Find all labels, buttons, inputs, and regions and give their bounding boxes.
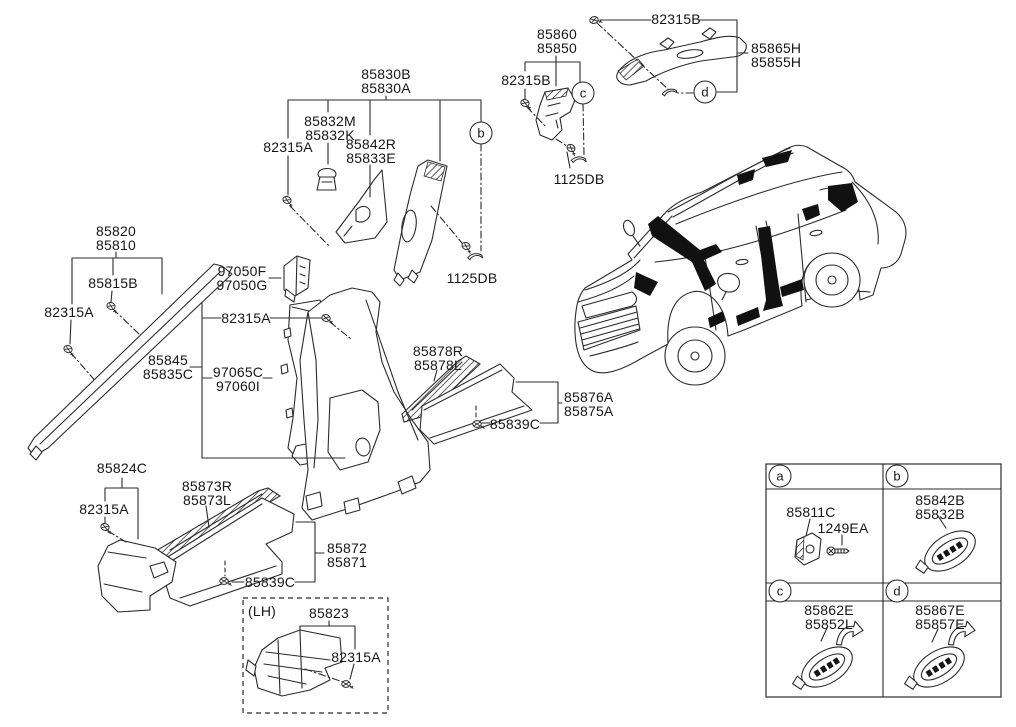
callout-82315A-mid: 82315A [221,310,271,326]
callout-85824C: 85824C [96,460,148,476]
circle-ref-c: c [571,81,595,105]
callout-85833E: 85833E [346,150,396,166]
callout-85873L: 85873L [183,492,231,508]
b-pillar-lower-trim-drawing-85845 [299,287,431,521]
callout-85815B: 85815B [88,275,138,291]
a-pillar-trim-drawing-85810 [27,263,233,461]
callout-85865H: 85865H [751,40,802,56]
legend-label-1249EA: 1249EA [817,520,869,536]
callout-97065C: 97065C [212,364,264,380]
legend-label-85842B: 85842B [915,492,965,508]
cowl-trim-drawing-85823-lh [245,629,343,697]
callout-85876A-85875A: 85876A 85875A [564,390,613,418]
cowl-side-trim-drawing-85824 [97,539,177,613]
pillar-bracket-drawing-85860 [535,87,576,141]
callout-85860: 85860 [537,26,577,42]
callout-85878L: 85878L [414,357,462,373]
legend-letter-d: d [885,579,909,603]
callout-85875A: 85875A [564,403,614,419]
callout-85835C: 85835C [142,366,194,382]
callout-85876A: 85876A [564,389,614,405]
callout-85872-85871: 85872 85871 [327,541,367,569]
callout-85839C-bottom: 85839C [244,574,296,590]
lh-variant-box [242,597,389,714]
fastener-leader-lines [70,22,694,683]
callout-85878R: 85878R [412,343,464,359]
legend-letter-c: c [768,579,792,603]
callout-97050F: 97050F [217,263,267,279]
b-pillar-upper-trim-drawing-85830 [393,159,448,287]
callout-85810: 85810 [96,237,136,253]
highlighted-trim-areas [634,150,858,328]
callout-82315B-left: 82315B [501,72,551,88]
callout-85872: 85872 [327,540,367,556]
callout-85850: 85850 [537,40,577,56]
legend-screw-1249EA [826,546,850,556]
callout-85832M-85832K: 85832M 85832K [304,114,356,142]
callout-85873R-85873L: 85873R 85873L [182,479,232,507]
callout-82315A-low: 82315A [79,501,129,517]
callout-85878R-85878L: 85878R 85878L [413,344,463,372]
vehicle-illustration [574,144,907,386]
legend-label-85857E: 85857E [915,616,965,632]
legend-letter-b: b [885,464,909,488]
legend-label-85862E: 85862E [804,602,854,618]
grommet-drawing-85832 [316,167,337,191]
legend-label-85832B: 85832B [915,506,965,522]
legend-label-85852L: 85852L [805,616,853,632]
callout-85845-85835C: 85845 85835C [143,353,193,381]
callout-1125DB-left: 1125DB [446,270,498,286]
circle-ref-b: b [469,121,493,145]
callout-1125DB-right: 1125DB [553,171,605,187]
quarter-inner-trim-drawing-85865 [616,27,747,86]
callout-85845: 85845 [148,352,188,368]
callout-97060I: 97060I [215,378,261,394]
callout-85865H-85855H: 85865H 85855H [751,41,801,69]
callout-85832K: 85832K [305,127,355,143]
legend-part-85811C [794,518,850,566]
callout-85855H: 85855H [751,54,802,70]
callout-85830A: 85830A [361,80,411,96]
legend-part-85867E [904,620,976,690]
callout-82315A-left: 82315A [44,304,94,320]
callout-85823: 85823 [309,605,349,621]
rear-sill-panel-drawing-85876 [419,363,533,445]
legend-letter-a: a [768,464,792,488]
callout-85830B-85830A: 85830B 85830A [361,67,410,95]
rear-scuff-strip-drawing-85878 [401,355,481,423]
callout-85871: 85871 [327,554,367,570]
callout-85842R-85833E: 85842R 85833E [346,137,396,165]
callout-97050G: 97050G [216,277,268,293]
legend-label-85811C: 85811C [786,504,836,520]
callout-85832M: 85832M [304,113,356,129]
callout-82315A-lh: 82315A [331,649,381,665]
callout-85873R: 85873R [181,478,233,494]
duct-drawing-97050 [283,255,311,303]
callout-85820-85810: 85820 85810 [96,224,136,252]
legend-label-85842B-85832B: 85842B 85832B [915,493,964,521]
legend-table [765,463,1002,698]
callout-lh-marker: (LH) [248,603,277,619]
callout-97050F-97050G: 97050F 97050G [216,264,267,292]
callout-82315A-top: 82315A [263,139,313,155]
callout-97065C-97060I: 97065C 97060I [213,365,263,393]
circle-ref-d: d [693,80,717,104]
callout-85860-85850: 85860 85850 [537,27,577,55]
sail-trim-drawing-85842 [335,169,388,244]
legend-label-85862E-85852L: 85862E 85852L [804,603,853,631]
callout-85839C-right: 85839C [489,416,541,432]
callout-82315B-top: 82315B [651,11,701,27]
callout-85820: 85820 [96,223,136,239]
callout-85842R: 85842R [345,136,397,152]
legend-label-85867E-85857E: 85867E 85857E [915,603,964,631]
callout-85830B: 85830B [361,66,411,82]
legend-part-85842B [915,515,976,574]
legend-label-85867E: 85867E [915,602,965,618]
legend-part-85862E [792,620,864,690]
